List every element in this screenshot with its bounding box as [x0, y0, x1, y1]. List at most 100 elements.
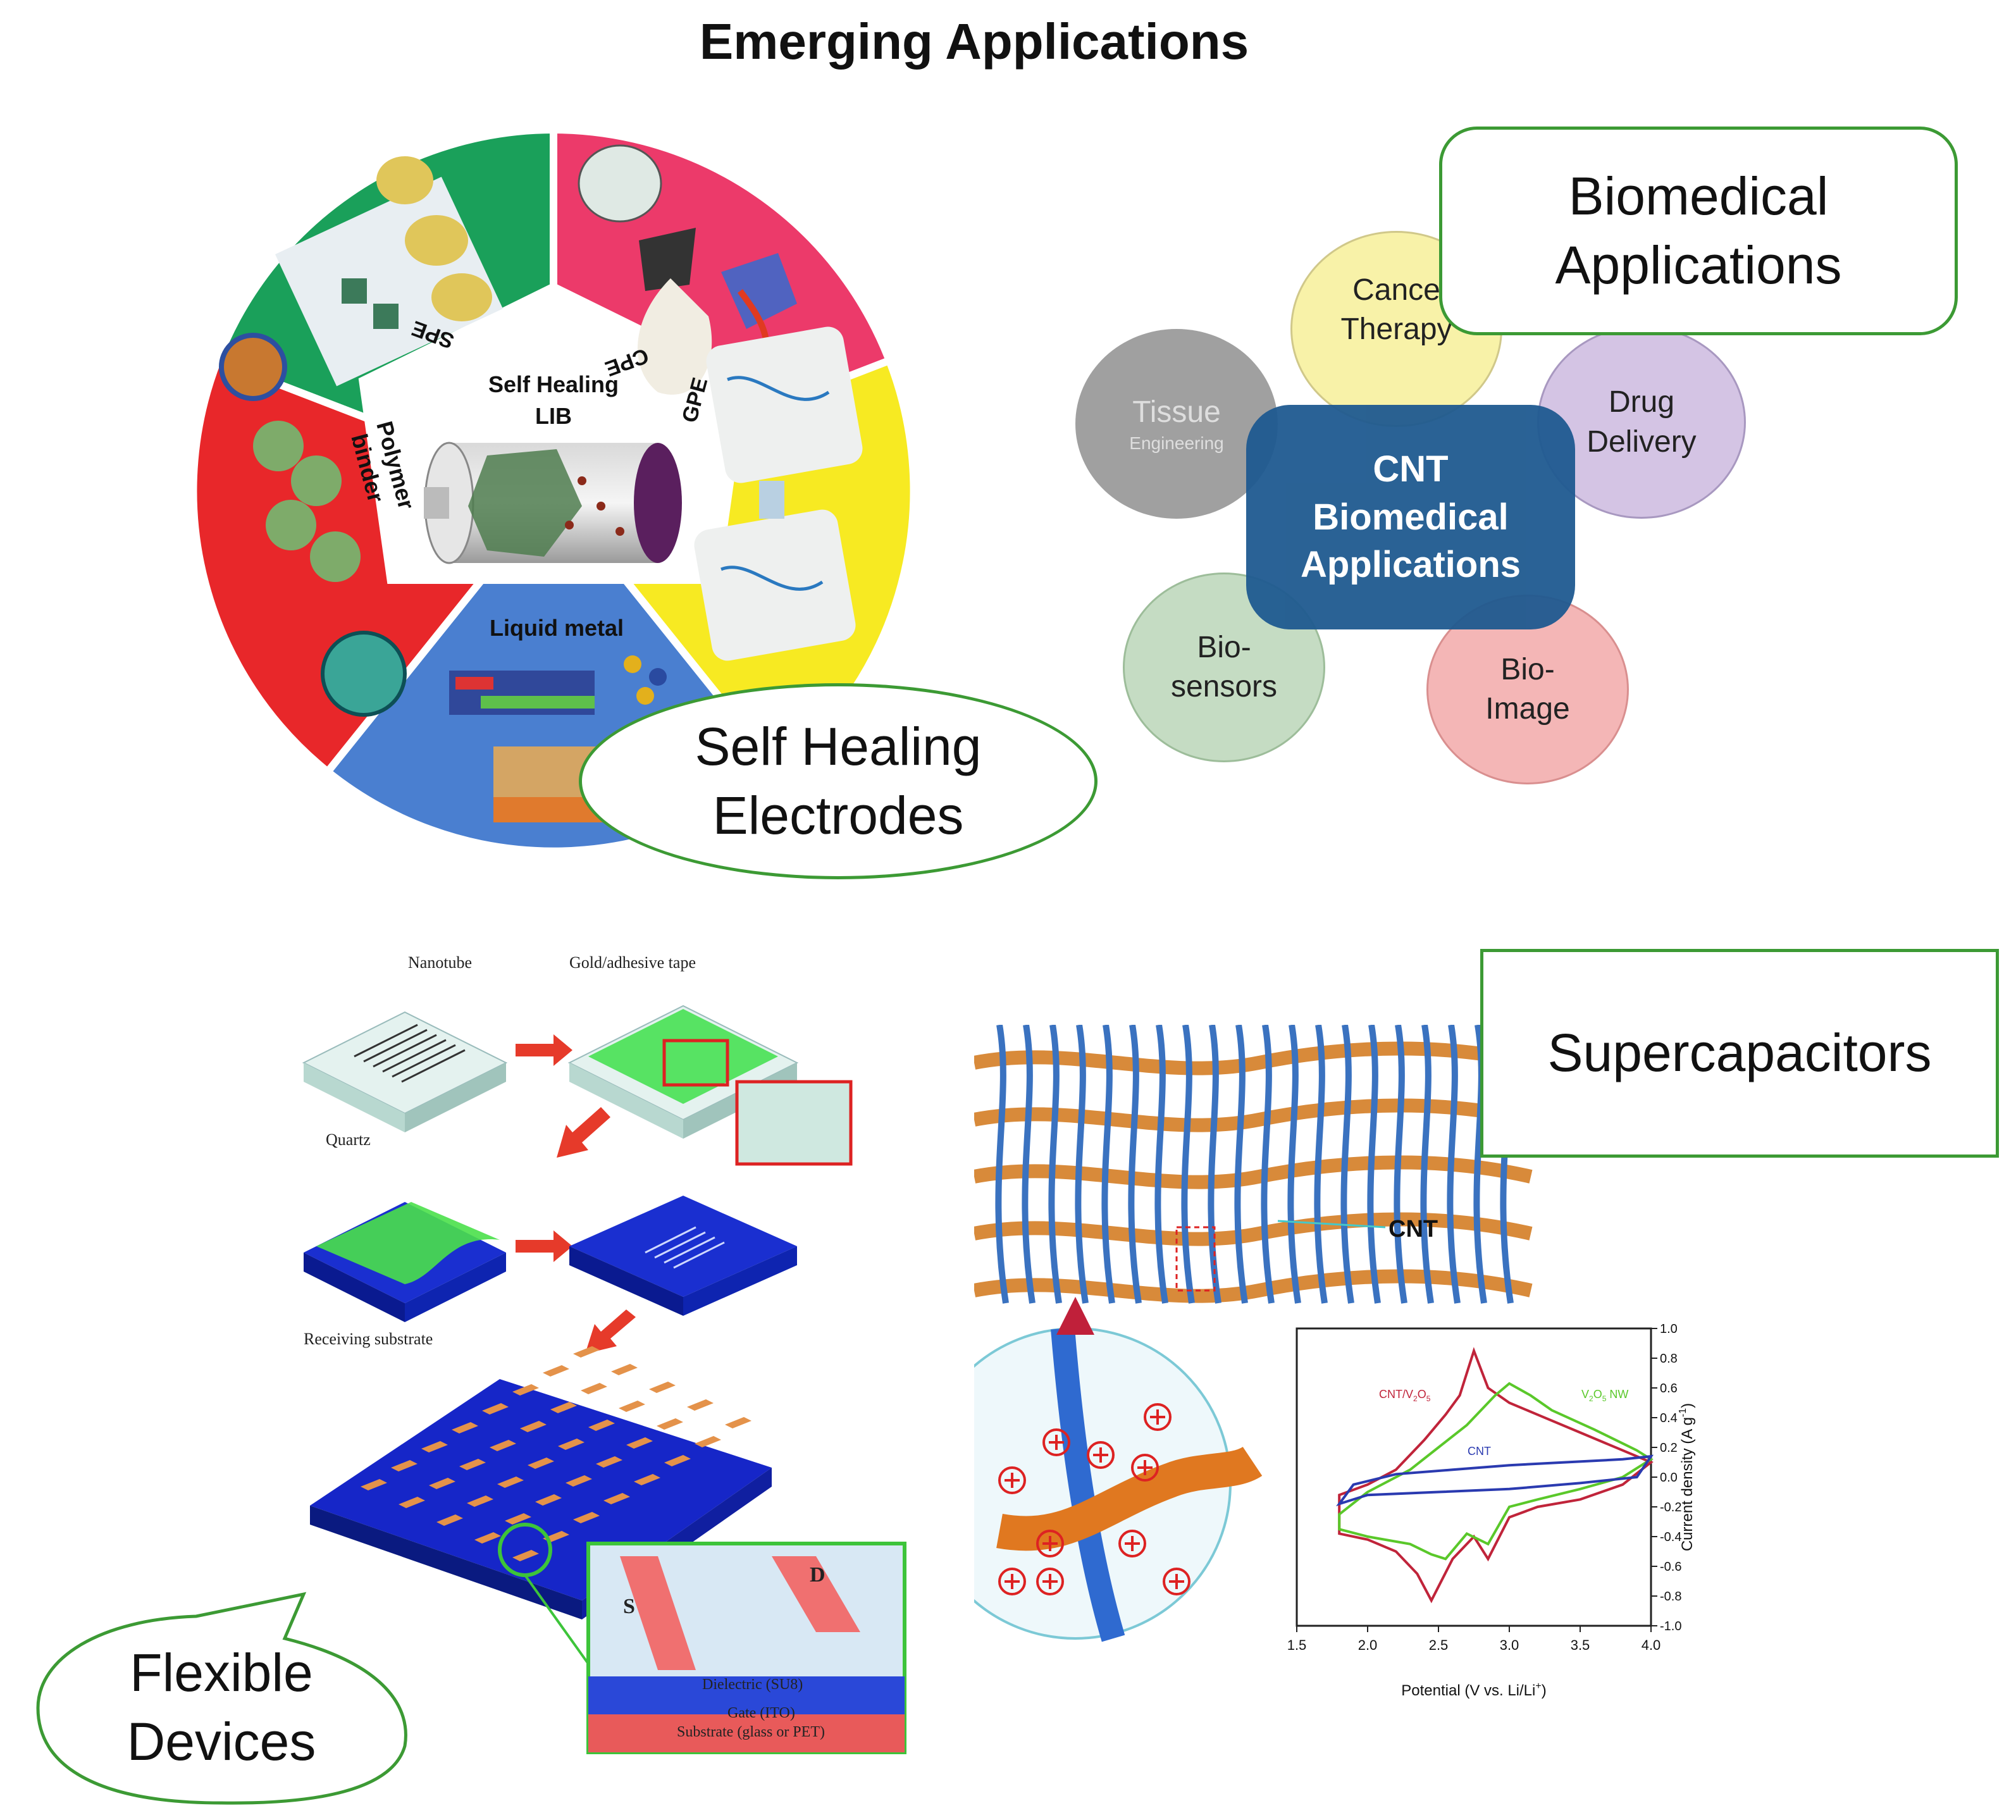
device-pad: [558, 1439, 584, 1450]
flexible-callout-line2: Devices: [127, 1712, 316, 1772]
self-healing-callout: Self Healing Electrodes: [579, 683, 1098, 879]
cation-icon: [1144, 1403, 1172, 1431]
cnt-vertical-tube: [1367, 1025, 1381, 1304]
y-tick-label: -1.0: [1660, 1619, 1681, 1633]
device-pad: [588, 1420, 615, 1431]
cpe-illustration: [578, 144, 797, 395]
tissue-sublabel: Engineering: [1129, 433, 1224, 453]
cnt-horizontal-tube: [974, 1212, 1533, 1246]
cation-icon: [1163, 1568, 1190, 1595]
device-pad: [550, 1402, 577, 1413]
center-label-3: Applications: [1300, 544, 1521, 586]
x-tick-label: 1.5: [1287, 1637, 1307, 1653]
transistor-zoom-inset: [524, 1542, 906, 1754]
source-label: S: [623, 1595, 635, 1618]
cv-series-line: [1338, 1347, 1654, 1604]
drug-label-2: Delivery: [1586, 424, 1697, 459]
device-pad: [421, 1441, 448, 1452]
bioimage-label-2: Image: [1485, 692, 1570, 726]
device-pad: [467, 1495, 493, 1507]
x-tick-label: 2.5: [1429, 1637, 1449, 1653]
y-tick-label: -0.4: [1660, 1530, 1681, 1544]
y-tick-label: 0.8: [1660, 1352, 1678, 1366]
legend-cnt: CNT: [1468, 1445, 1491, 1458]
device-pad: [603, 1493, 630, 1504]
legend-v2o5: V2O5 NW: [1581, 1388, 1628, 1403]
spe-illustration: [275, 156, 504, 387]
battery-cylinder: [424, 442, 682, 564]
dielectric-label: Dielectric (SU8): [702, 1676, 803, 1693]
cv-xlabel: Potential (V vs. Li/Li+): [1401, 1681, 1546, 1699]
cation-icon: [1036, 1530, 1064, 1557]
nanotube-label: Nanotube: [408, 953, 472, 972]
cation-icon: [1042, 1428, 1070, 1456]
device-pad: [649, 1382, 676, 1393]
drug-label-1: Drug: [1608, 385, 1675, 419]
x-tick-label: 3.5: [1571, 1637, 1590, 1653]
device-pad: [505, 1513, 531, 1525]
cnt-horizontal-tube: [974, 1098, 1533, 1132]
hub-label-1: Self Healing: [488, 371, 619, 397]
cation-icon: [1131, 1454, 1159, 1482]
cnt-vertical-tube: [1181, 1025, 1195, 1304]
cnt-pointer: [1277, 1220, 1386, 1229]
cnt-vertical-tube: [1154, 1025, 1168, 1304]
device-pad: [490, 1440, 516, 1451]
cnt-vertical-tube: [1208, 1025, 1221, 1304]
cnt-horizontal-tube: [974, 1155, 1533, 1189]
transferred-substrate: [569, 1196, 797, 1316]
cancer-label-1: Cance: [1352, 273, 1440, 307]
device-pad: [687, 1399, 714, 1411]
gold-tape-slab: [567, 1005, 853, 1166]
arrow-4: [585, 1309, 636, 1354]
cnt-vertical-tube: [1128, 1025, 1142, 1304]
device-pad: [520, 1421, 547, 1432]
device-pad: [361, 1479, 387, 1490]
device-pad: [497, 1476, 524, 1488]
receiving-substrate: [304, 1202, 506, 1322]
device-pad: [429, 1478, 455, 1489]
y-tick-label: 0.6: [1660, 1382, 1678, 1396]
y-tick-label: 0.2: [1660, 1441, 1678, 1455]
device-pad: [611, 1364, 638, 1375]
device-pad: [626, 1437, 653, 1449]
cation-icon: [1118, 1530, 1146, 1557]
flexible-callout-shape: [36, 1592, 407, 1805]
device-pad: [619, 1401, 645, 1412]
quartz-substrate: [302, 1011, 508, 1132]
x-tick-label: 3.0: [1500, 1637, 1519, 1653]
flexible-callout-line1: Flexible: [130, 1643, 313, 1702]
cancer-label-2: Therapy: [1340, 313, 1452, 346]
cnt-vertical-tube: [1234, 1025, 1248, 1304]
cation-icon: [1087, 1441, 1115, 1469]
device-pad: [528, 1458, 554, 1469]
substrate-label: Substrate (glass or PET): [677, 1724, 825, 1740]
page-title: Emerging Applications: [699, 13, 1249, 70]
y-tick-label: 0.4: [1660, 1411, 1678, 1425]
self-healing-wheel: SPE CPE GPE Liquid metal Polymer binder …: [190, 127, 917, 854]
device-pad: [725, 1417, 751, 1428]
cnt-vertical-tube: [1101, 1025, 1115, 1304]
gpe-illustration: [694, 326, 863, 661]
arrow-1: [516, 1034, 572, 1066]
device-pad: [596, 1456, 622, 1468]
liquid-metal-label: Liquid metal: [490, 615, 624, 641]
cation-icon: [998, 1466, 1026, 1494]
arrow-2: [557, 1107, 610, 1158]
gate-label: Gate (ITO): [727, 1705, 795, 1721]
cv-chart-frame: [1296, 1327, 1652, 1627]
center-label-1: CNT: [1373, 449, 1449, 490]
y-tick-label: -0.2: [1660, 1501, 1681, 1514]
device-pad: [657, 1418, 683, 1430]
flexible-callout: Flexible Devices: [51, 1638, 392, 1776]
cnt-vertical-tube: [1314, 1025, 1328, 1304]
zoom-box: [1175, 1226, 1216, 1292]
cation-icon: [1036, 1568, 1064, 1595]
device-pad: [512, 1550, 539, 1561]
self-healing-callout-line1: Self Healing: [695, 716, 982, 776]
legend-cntv2o5: CNT/V2O5: [1379, 1388, 1431, 1403]
gold-tape-label: Gold/adhesive tape: [569, 953, 696, 972]
cnt-vertical-tube: [1048, 1025, 1062, 1304]
hub-label-2: LIB: [535, 403, 572, 429]
